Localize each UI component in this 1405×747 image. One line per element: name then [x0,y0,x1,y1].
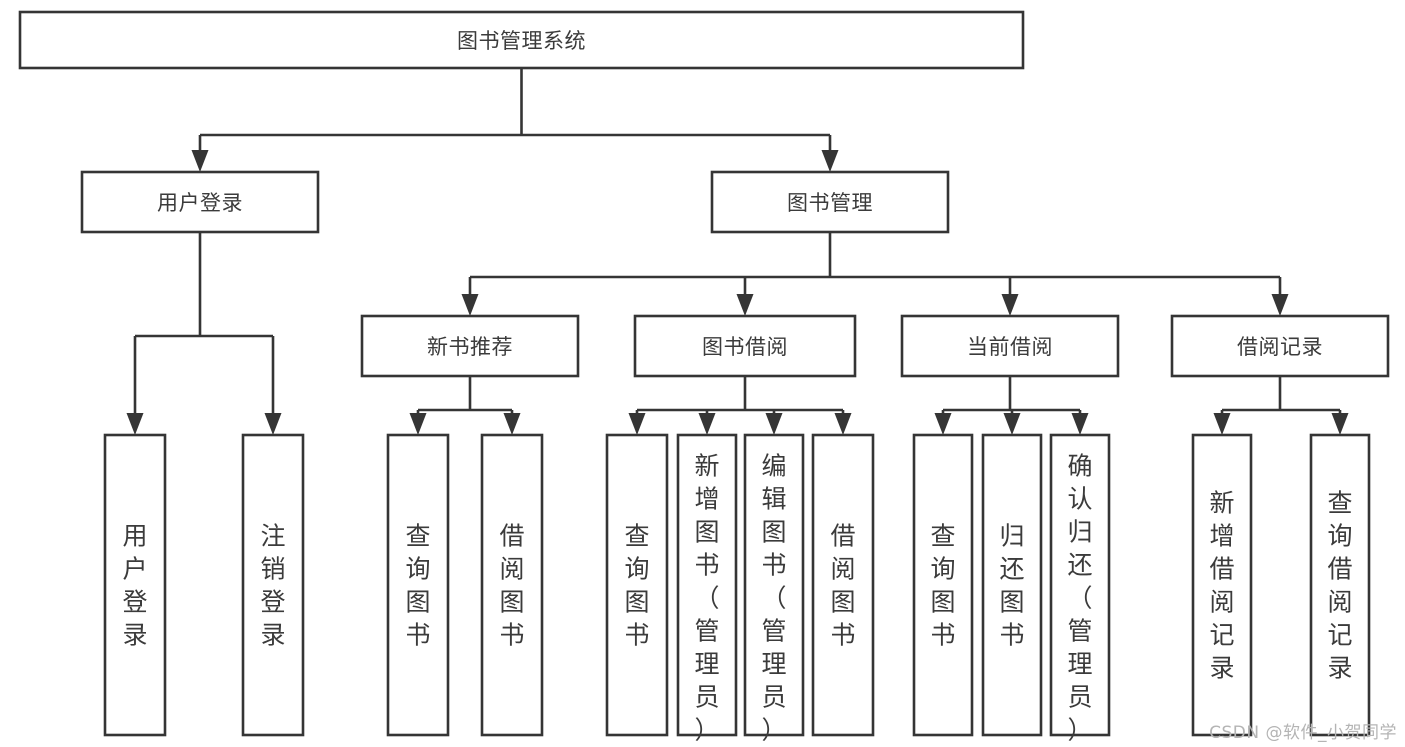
node-user-login[interactable]: 用户登录 [80,170,320,234]
node-box-borrow-record[interactable] [1170,314,1390,378]
node-box-leaf-add-record[interactable] [1191,433,1253,737]
node-box-leaf-confirm-return[interactable] [1049,433,1111,737]
node-box-leaf-query-book-3[interactable] [912,433,974,737]
node-box-book-manage[interactable] [710,170,950,234]
node-label-leaf-add-book: 新增图书（管理员） [694,452,719,745]
node-box-book-borrow[interactable] [633,314,857,378]
node-leaf-query-book-1[interactable]: 查询图书 [386,433,450,737]
node-label-leaf-user-login: 用户登录 [122,522,147,650]
node-label-root: 图书管理系统 [457,29,586,53]
arrowhead-icon [628,413,646,435]
node-label-user-login: 用户登录 [157,191,243,215]
csdn-watermark: CSDN @软件_小贺同学 [1209,723,1397,743]
arrowhead-icon [503,413,521,435]
node-leaf-return-book[interactable]: 归还图书 [981,433,1043,737]
node-label-leaf-add-record: 新增借阅记录 [1209,489,1234,683]
node-box-leaf-return-book[interactable] [981,433,1043,737]
node-new-book-recommend[interactable]: 新书推荐 [360,314,580,378]
arrowhead-icon [698,413,716,435]
node-leaf-add-book[interactable]: 新增图书（管理员） [676,433,738,745]
node-leaf-user-logout[interactable]: 注销登录 [241,433,305,737]
node-box-leaf-add-book[interactable] [676,433,738,737]
node-book-manage[interactable]: 图书管理 [710,170,950,234]
node-leaf-query-record[interactable]: 查询借阅记录 [1309,433,1371,737]
node-leaf-edit-book[interactable]: 编辑图书（管理员） [743,433,805,745]
node-box-leaf-edit-book[interactable] [743,433,805,737]
arrowhead-icon [765,413,783,435]
node-leaf-query-book-3[interactable]: 查询图书 [912,433,974,737]
node-label-leaf-query-book-3: 查询图书 [930,522,955,650]
node-box-leaf-query-book-1[interactable] [386,433,450,737]
node-label-leaf-query-book-1: 查询图书 [405,522,430,650]
node-label-leaf-edit-book: 编辑图书（管理员） [761,452,786,745]
arrowhead-icon [1003,413,1021,435]
node-leaf-add-record[interactable]: 新增借阅记录 [1191,433,1253,737]
arrowhead-icon [821,150,839,172]
node-borrow-record[interactable]: 借阅记录 [1170,314,1390,378]
connector-layer [126,68,1349,435]
node-label-leaf-user-logout: 注销登录 [260,522,285,650]
node-box-root[interactable] [18,10,1025,70]
node-leaf-query-book-2[interactable]: 查询图书 [605,433,669,737]
arrowhead-icon [1001,294,1019,316]
arrowhead-icon [736,294,754,316]
node-box-leaf-borrow-book-2[interactable] [811,433,875,737]
node-label-book-manage: 图书管理 [787,191,873,215]
node-book-borrow[interactable]: 图书借阅 [633,314,857,378]
arrowhead-icon [1331,413,1349,435]
node-root[interactable]: 图书管理系统 [18,10,1025,70]
arrowhead-icon [191,150,209,172]
arrowhead-icon [934,413,952,435]
arrowhead-icon [1071,413,1089,435]
arrowhead-icon [126,413,144,435]
node-box-leaf-query-book-2[interactable] [605,433,669,737]
node-label-leaf-borrow-book-2: 借阅图书 [830,522,855,650]
node-label-borrow-record: 借阅记录 [1237,335,1323,359]
node-label-leaf-query-record: 查询借阅记录 [1327,489,1352,683]
node-label-leaf-confirm-return: 确认归还（管理员） [1067,452,1092,745]
node-box-leaf-borrow-book-1[interactable] [480,433,544,737]
node-box-leaf-user-logout[interactable] [241,433,305,737]
node-leaf-confirm-return[interactable]: 确认归还（管理员） [1049,433,1111,745]
node-leaf-borrow-book-2[interactable]: 借阅图书 [811,433,875,737]
node-label-current-borrow: 当前借阅 [967,335,1053,359]
node-box-new-book-recommend[interactable] [360,314,580,378]
arrowhead-icon [461,294,479,316]
node-label-leaf-return-book: 归还图书 [999,522,1024,650]
node-leaf-user-login[interactable]: 用户登录 [103,433,167,737]
node-label-book-borrow: 图书借阅 [702,335,788,359]
node-box-leaf-user-login[interactable] [103,433,167,737]
arrowhead-icon [1271,294,1289,316]
node-box-user-login[interactable] [80,170,320,234]
arrowhead-icon [1213,413,1231,435]
node-current-borrow[interactable]: 当前借阅 [900,314,1120,378]
arrowhead-icon [264,413,282,435]
node-label-new-book-recommend: 新书推荐 [427,335,513,359]
node-label-leaf-query-book-2: 查询图书 [624,522,649,650]
node-box-leaf-query-record[interactable] [1309,433,1371,737]
node-box-current-borrow[interactable] [900,314,1120,378]
node-layer: 图书管理系统用户登录图书管理新书推荐图书借阅当前借阅借阅记录用户登录注销登录查询… [18,10,1390,745]
node-label-leaf-borrow-book-1: 借阅图书 [499,522,524,650]
arrowhead-icon [409,413,427,435]
arrowhead-icon [834,413,852,435]
node-leaf-borrow-book-1[interactable]: 借阅图书 [480,433,544,737]
